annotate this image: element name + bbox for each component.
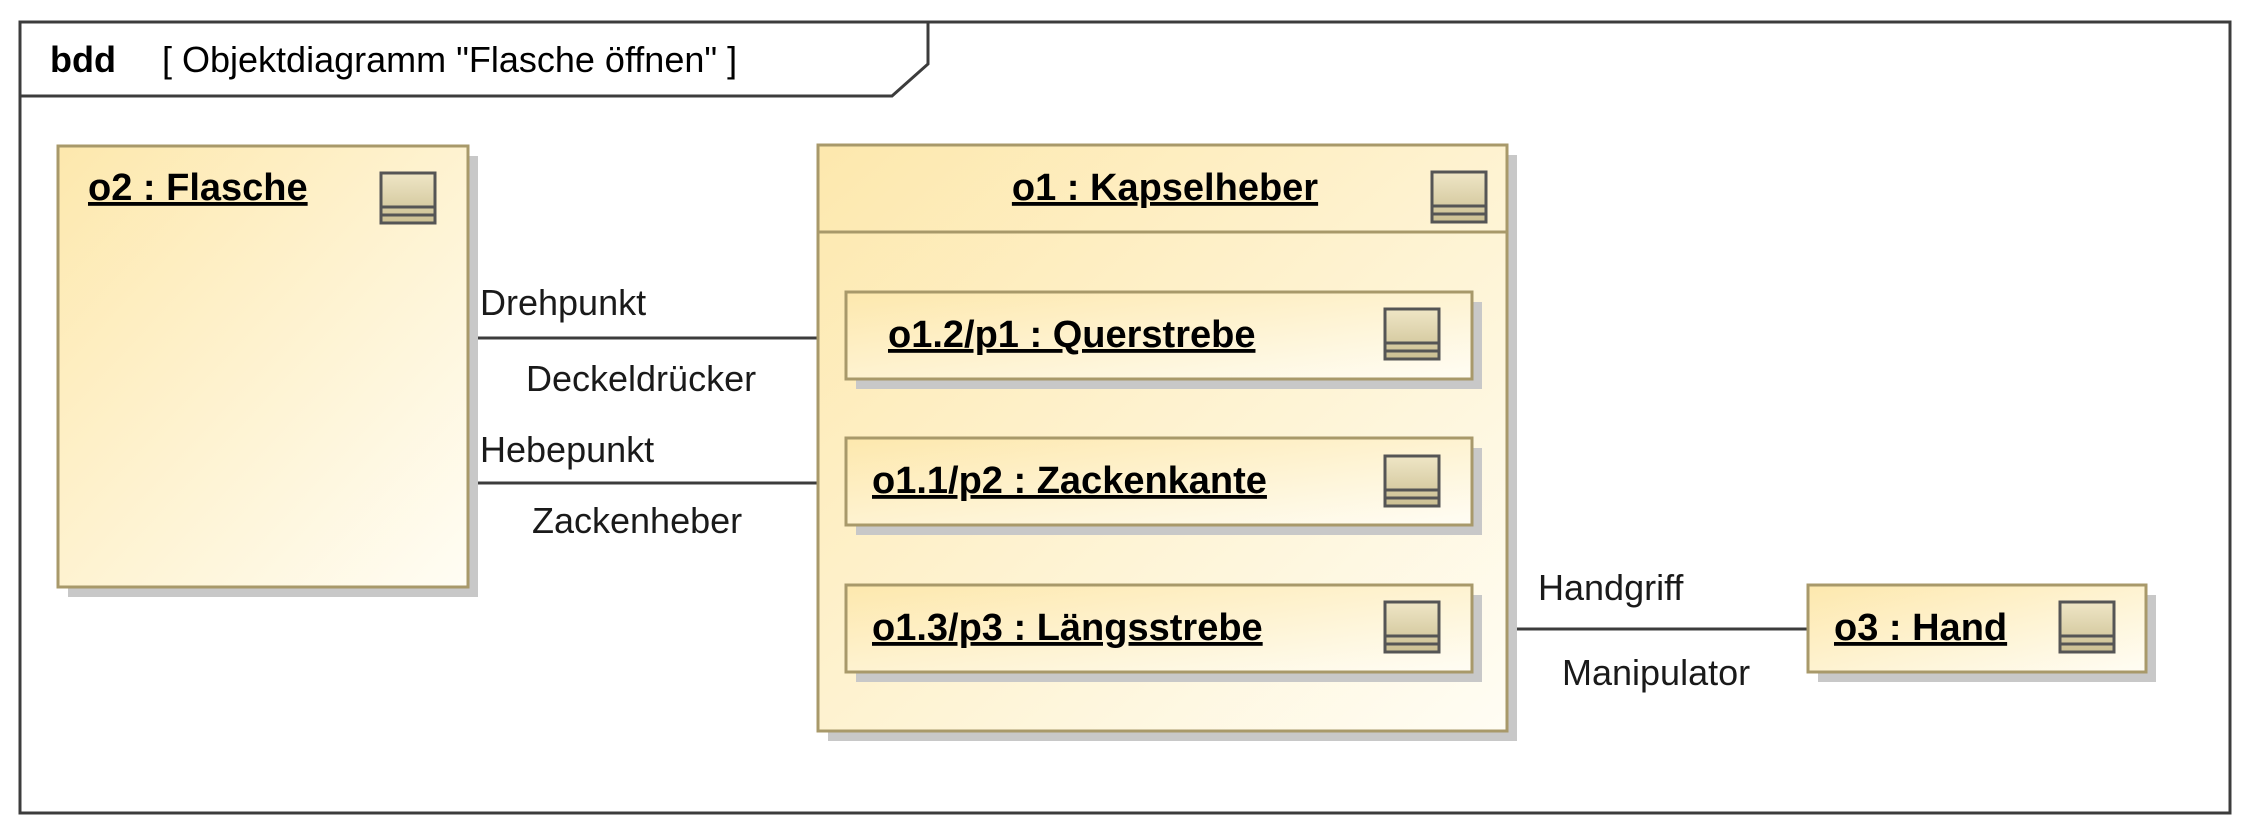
part-querstrebe-label: o1.2/p1 : Querstrebe xyxy=(888,314,1255,356)
instance-icon xyxy=(1430,170,1488,224)
frame-title: [ Objektdiagramm "Flasche öffnen" ] xyxy=(162,39,737,80)
part-zackenkante-label: o1.1/p2 : Zackenkante xyxy=(872,460,1267,502)
object-hand[interactable]: o3 : Hand xyxy=(1806,583,2156,682)
role-manipulator: Manipulator xyxy=(1562,652,1750,693)
instance-icon xyxy=(1383,600,1441,654)
role-hebepunkt: Hebepunkt xyxy=(480,429,654,470)
part-laengsstrebe-label: o1.3/p3 : Längsstrebe xyxy=(872,607,1263,649)
object-kapselheber-label: o1 : Kapselheber xyxy=(1012,167,1318,209)
object-hand-label: o3 : Hand xyxy=(1834,607,2007,649)
instance-icon xyxy=(379,171,437,225)
links xyxy=(466,336,1808,631)
role-drehpunkt: Drehpunkt xyxy=(480,282,646,323)
instance-icon xyxy=(1383,307,1441,361)
role-zackenheber: Zackenheber xyxy=(532,500,742,541)
instance-icon xyxy=(1383,454,1441,508)
part-laengsstrebe[interactable]: o1.3/p3 : Längsstrebe xyxy=(844,583,1482,682)
part-querstrebe[interactable]: o1.2/p1 : Querstrebe xyxy=(844,290,1482,389)
role-deckeldruecker: Deckeldrücker xyxy=(526,358,756,399)
object-flasche-label: o2 : Flasche xyxy=(88,167,308,209)
role-labels: Drehpunkt Deckeldrücker Hebepunkt Zacken… xyxy=(480,282,1750,693)
role-handgriff: Handgriff xyxy=(1538,567,1684,608)
frame-kind: bdd xyxy=(50,39,116,80)
instance-icon xyxy=(2058,600,2116,654)
part-zackenkante[interactable]: o1.1/p2 : Zackenkante xyxy=(844,436,1482,535)
object-flasche[interactable]: o2 : Flasche xyxy=(56,144,478,597)
